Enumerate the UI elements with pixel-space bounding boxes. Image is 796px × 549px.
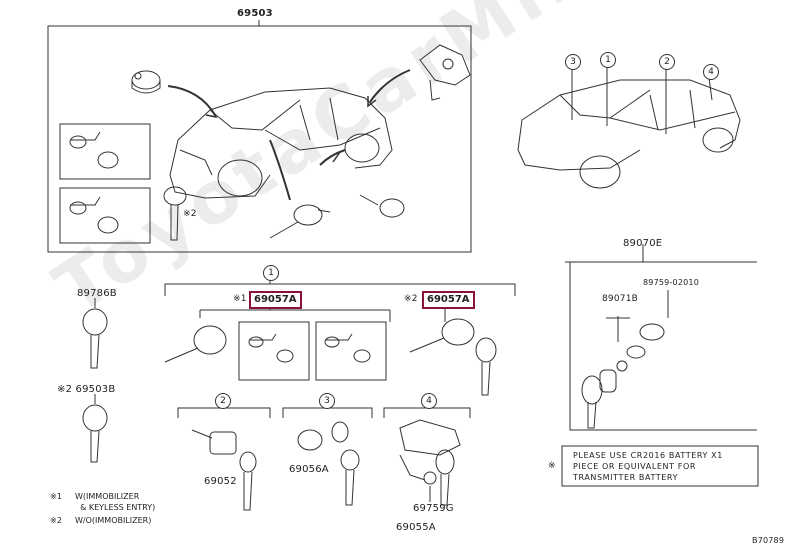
key-89786b xyxy=(82,308,108,369)
ref-circle-2: 2 xyxy=(659,54,675,70)
ref-circle-1: 1 xyxy=(600,52,616,68)
trunk-cylinder-group3 xyxy=(297,421,360,506)
footnote-1-text: W(IMMOBILIZER & KEYLESS ENTRY) xyxy=(75,492,156,512)
battery-note-box xyxy=(561,445,759,487)
ignition-switch-assembly xyxy=(419,44,471,101)
ignition-assembly-group4 xyxy=(399,419,461,506)
part-number-89070e: 89070E xyxy=(623,238,663,249)
x2-marker-right: ※2 xyxy=(404,294,418,304)
footnote-2-text: W/O(IMMOBILIZER) xyxy=(75,516,152,525)
x2-marker-main-key: ※2 xyxy=(183,209,197,219)
diagram-ref-code: B70789 xyxy=(752,536,785,545)
group-circle-3: 3 xyxy=(319,393,335,409)
trunk-lock-cylinder xyxy=(359,194,405,218)
group-2-bracket xyxy=(177,407,271,418)
part-number-69056a: 69056A xyxy=(289,464,329,475)
ref-circle-4: 4 xyxy=(703,64,719,80)
x2-marker: ※2 xyxy=(57,384,73,395)
part-number-69055a: 69055A xyxy=(396,522,436,533)
part-number-69759g: 69759G xyxy=(413,503,454,514)
highlighted-part-69057a-right[interactable]: 69057A xyxy=(422,291,475,309)
group-circle-2: 2 xyxy=(215,393,231,409)
lock-cylinder-glovebox xyxy=(131,70,161,94)
battery-note-text: PLEASE USE CR2016 BATTERY X1 PIECE OR EQ… xyxy=(573,451,723,482)
group-3-bracket xyxy=(282,407,373,418)
part-number-69503b-group: ※2 69503B xyxy=(57,384,115,395)
main-assembly-box xyxy=(47,25,472,253)
group-1-bracket xyxy=(164,283,516,296)
transmitter-key xyxy=(581,290,669,429)
part-number-89759-02010: 89759-02010 xyxy=(643,278,699,287)
key-set-box-1 xyxy=(59,123,151,180)
footnote-2-mark: ※2 xyxy=(50,516,63,525)
blank-key-main xyxy=(163,186,187,241)
part-number-69503: 69503 xyxy=(237,8,273,19)
footnote-1-mark: ※1 xyxy=(50,492,63,501)
ignition-cylinder-1 xyxy=(164,325,227,363)
group-4-bracket xyxy=(383,407,471,418)
door-lock-cylinder xyxy=(269,204,331,239)
part-number-69052: 69052 xyxy=(204,476,237,487)
key-subbox-right xyxy=(315,321,387,381)
car-illustration-right xyxy=(517,79,741,189)
group-circle-4: 4 xyxy=(421,393,437,409)
group-circle-1: 1 xyxy=(263,265,279,281)
ignition-cylinder-2 xyxy=(409,318,497,396)
part-number-89786b: 89786B xyxy=(77,288,117,299)
part-number-89071b: 89071B xyxy=(602,294,639,304)
key-69503b xyxy=(82,404,108,463)
key-set-box-2 xyxy=(59,187,151,244)
key-subbox-left xyxy=(238,321,310,381)
battery-note-mark: ※ xyxy=(548,461,556,471)
door-cylinder-group2 xyxy=(191,429,257,511)
ref-circle-3: 3 xyxy=(565,54,581,70)
highlighted-part-69057a-left[interactable]: 69057A xyxy=(249,291,302,309)
car-illustration-left xyxy=(169,87,393,199)
part-number-69503b: 69503B xyxy=(75,384,116,395)
x1-marker: ※1 xyxy=(233,294,247,304)
